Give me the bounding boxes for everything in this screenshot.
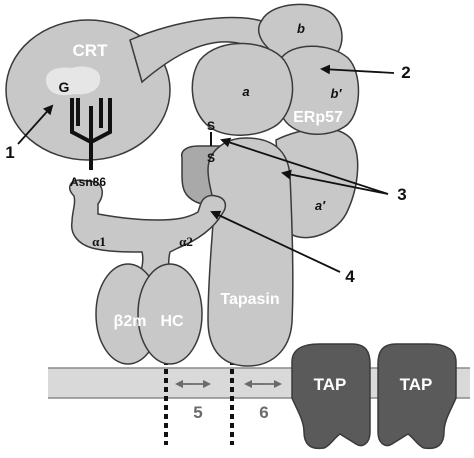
label-tap-right: TAP — [400, 375, 433, 394]
label-alpha2: α2 — [179, 234, 193, 249]
label-glucose: G — [59, 79, 70, 95]
callout-2: 2 — [401, 63, 410, 82]
label-tap-left: TAP — [314, 375, 347, 394]
label-beta2m: β2m — [114, 313, 147, 330]
callout-3: 3 — [397, 185, 406, 204]
callout-5: 5 — [193, 403, 202, 422]
label-domain-a-prime: a′ — [315, 198, 326, 213]
arrow-3b — [281, 169, 389, 195]
label-asn86: Asn86 — [70, 175, 106, 189]
callout-6: 6 — [259, 403, 268, 422]
mhc-class-i-alpha1-alpha2-platform — [69, 179, 227, 281]
arrow-2 — [320, 64, 395, 75]
arrow-3a — [220, 137, 389, 195]
heavy-chain-alpha3 — [137, 263, 203, 365]
label-hc: HC — [160, 313, 184, 330]
tapasin-body — [207, 137, 294, 367]
label-crt: CRT — [73, 41, 109, 60]
glycan-tree — [70, 98, 112, 170]
arrow-4 — [210, 210, 341, 273]
label-erp57: ERp57 — [293, 109, 343, 126]
label-sulfur-top: S — [207, 119, 215, 133]
glucose-blob — [46, 66, 101, 96]
label-domain-b: b — [297, 21, 305, 36]
label-alpha1: α1 — [92, 234, 106, 249]
callout-1: 1 — [5, 143, 14, 162]
label-sulfur-bottom: S — [207, 151, 215, 165]
tap-transporter-right — [377, 343, 457, 450]
arrow-1 — [17, 104, 54, 145]
erp57-a-domain — [191, 42, 294, 136]
tap-transporter-left — [291, 343, 371, 450]
label-tapasin: Tapasin — [220, 291, 279, 308]
label-domain-b-prime: b′ — [330, 86, 342, 101]
callout-4: 4 — [345, 267, 355, 286]
label-domain-a: a — [242, 84, 249, 99]
